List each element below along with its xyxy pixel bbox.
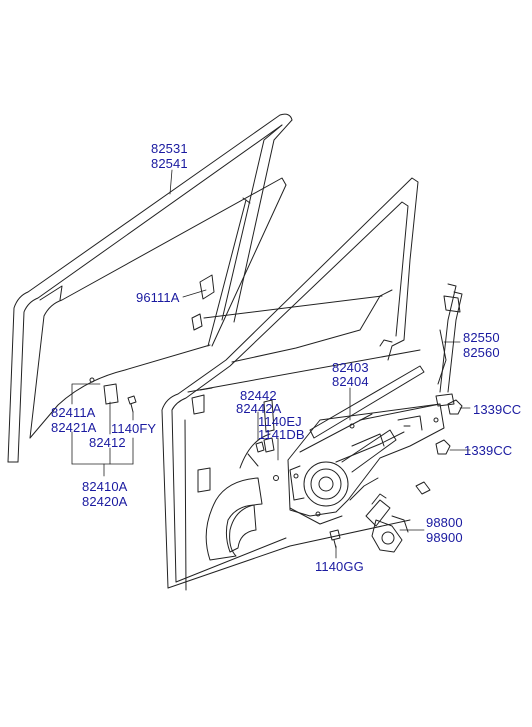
label-82442: 82442 [240,388,277,403]
label-1339CC-bottom: 1339CC [464,443,513,458]
fasteners [103,383,463,549]
leader-lines [71,169,471,559]
window-regulator [287,365,445,525]
window-motor [365,493,409,553]
label-82421A: 82421A [51,420,97,435]
label-98800: 98800 [426,515,463,530]
label-82531: 82531 [151,141,188,156]
label-1140GG: 1140GG [315,559,364,574]
label-96111A: 96111A [136,290,180,305]
rear-channel [435,283,463,407]
label-82403: 82403 [332,360,369,375]
door-inner-panel [161,177,421,591]
label-82560: 82560 [463,345,500,360]
label-98900: 98900 [426,530,463,545]
label-82410A: 82410A [82,479,128,494]
label-1141DB: 1141DB [258,427,305,442]
label-1140FY: 1140FY [111,421,157,436]
label-82412: 82412 [89,435,126,450]
label-82404: 82404 [332,374,369,389]
label-82411A: 82411A [51,405,96,420]
label-1339CC-top: 1339CC [473,402,522,417]
label-1140EJ: 1140EJ [258,414,302,429]
label-82442A: 82442A [236,401,282,416]
label-82541: 82541 [151,156,188,171]
label-82420A: 82420A [82,494,128,509]
label-82550: 82550 [463,330,500,345]
